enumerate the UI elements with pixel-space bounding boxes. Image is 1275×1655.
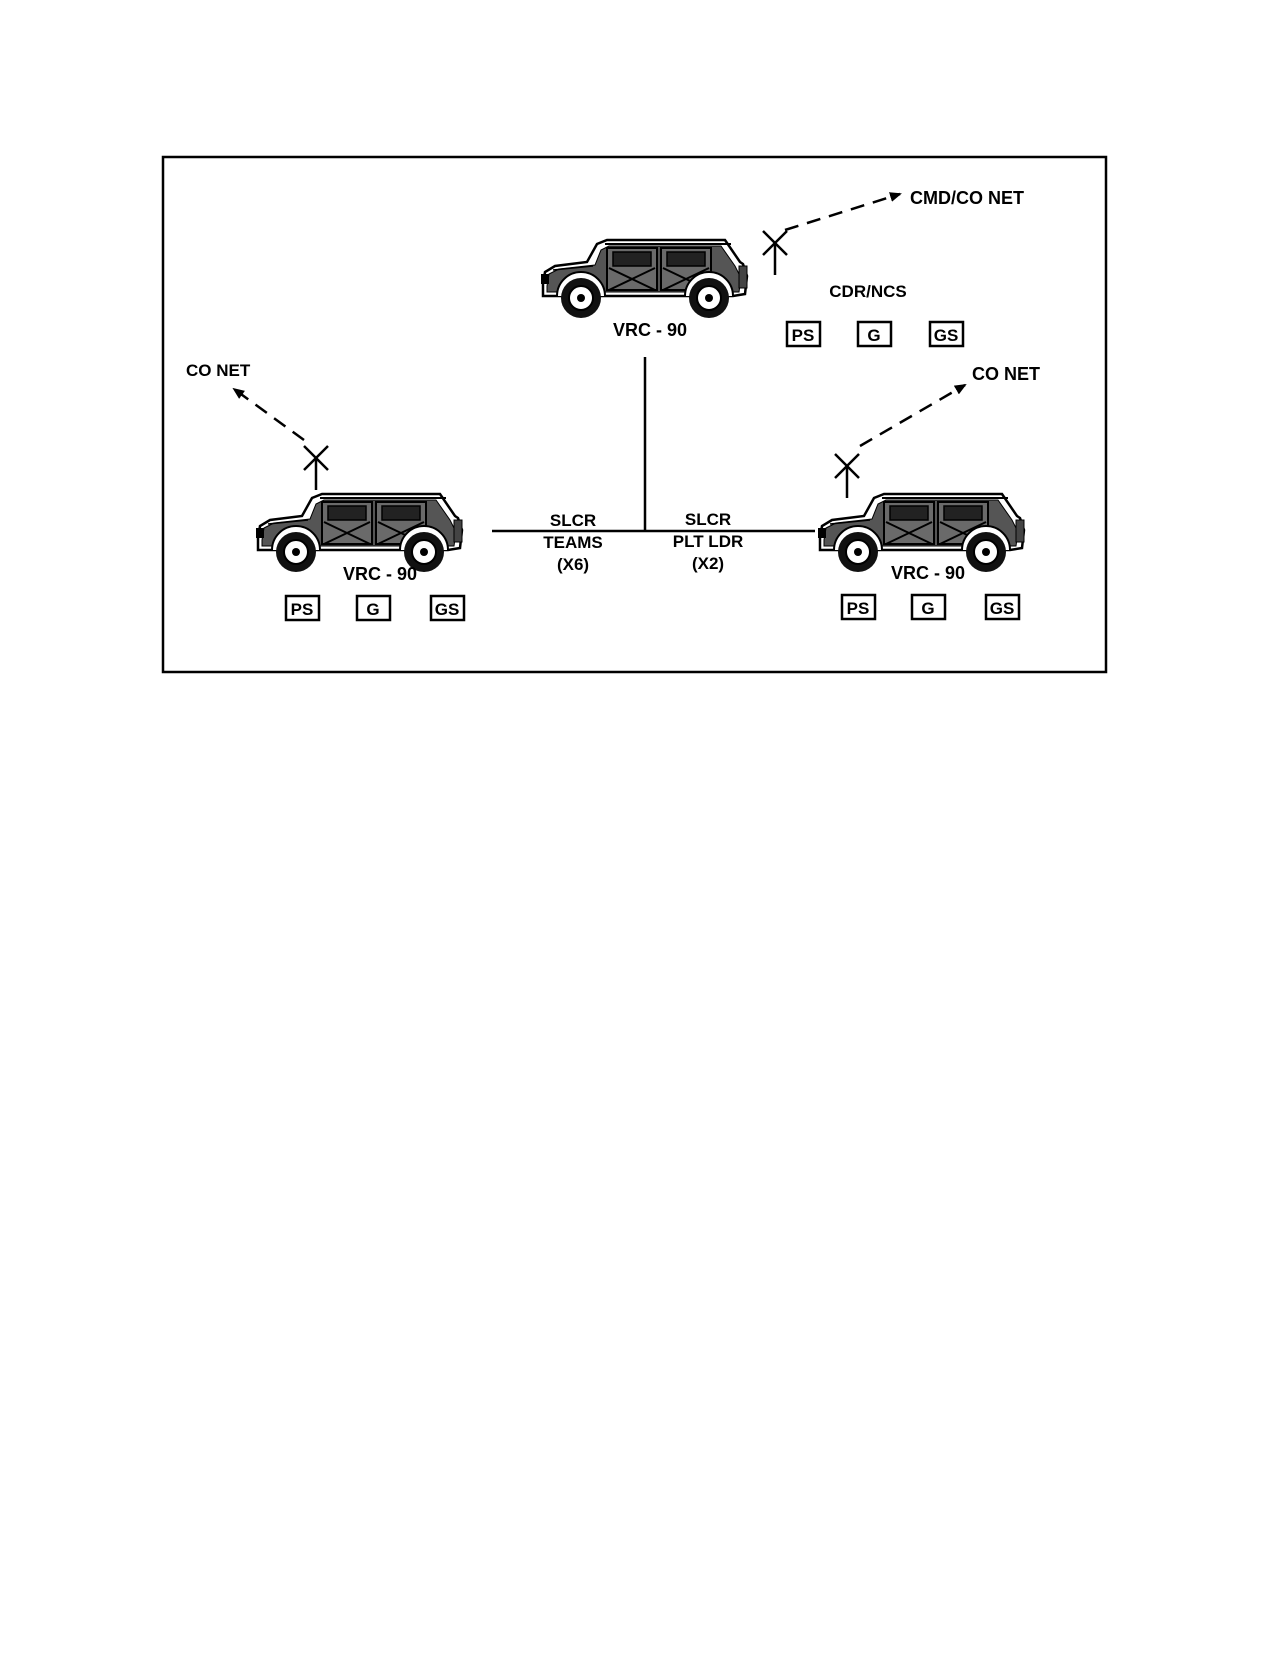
- svg-text:GS: GS: [435, 600, 460, 619]
- role-label: CDR/NCS: [829, 282, 906, 301]
- net-arrow: [232, 387, 305, 442]
- svg-text:G: G: [921, 599, 934, 618]
- badge-gs: GS: [928, 320, 965, 348]
- svg-text:G: G: [867, 326, 880, 345]
- net-label: CMD/CO NET: [910, 188, 1024, 208]
- vehicle-label: VRC - 90: [891, 563, 965, 583]
- link-left-label: SLCR TEAMS (X6): [543, 511, 603, 574]
- svg-text:PLT LDR: PLT LDR: [673, 532, 744, 551]
- vehicle-label: VRC - 90: [613, 320, 687, 340]
- link-right-label: SLCR PLT LDR (X2): [673, 510, 744, 573]
- svg-text:PS: PS: [792, 326, 815, 345]
- svg-text:PS: PS: [291, 600, 314, 619]
- left-vehicle: CO NET VRC - 90 PS G GS: [186, 361, 466, 622]
- badge-ps: PS: [840, 593, 877, 621]
- svg-text:(X6): (X6): [557, 555, 589, 574]
- net-label: CO NET: [186, 361, 251, 380]
- badge-gs: GS: [429, 594, 466, 622]
- net-label: CO NET: [972, 364, 1040, 384]
- svg-text:SLCR: SLCR: [685, 510, 731, 529]
- right-vehicle: CO NET VRC - 90 PS G GS: [816, 364, 1040, 621]
- svg-text:TEAMS: TEAMS: [543, 533, 603, 552]
- badge-g: G: [910, 593, 947, 621]
- net-arrow: [784, 192, 902, 232]
- svg-text:GS: GS: [990, 599, 1015, 618]
- vehicle-label: VRC - 90: [343, 564, 417, 584]
- badge-gs: GS: [984, 593, 1021, 621]
- svg-text:PS: PS: [847, 599, 870, 618]
- badge-ps: PS: [785, 320, 822, 348]
- svg-text:G: G: [366, 600, 379, 619]
- svg-text:SLCR: SLCR: [550, 511, 596, 530]
- top-vehicle: CMD/CO NET VRC - 90 CDR/NCS PS G GS: [539, 188, 1024, 348]
- badge-ps: PS: [284, 594, 321, 622]
- badge-g: G: [856, 320, 893, 348]
- svg-text:GS: GS: [934, 326, 959, 345]
- net-arrow: [859, 383, 967, 448]
- svg-text:(X2): (X2): [692, 554, 724, 573]
- badge-g: G: [355, 594, 392, 622]
